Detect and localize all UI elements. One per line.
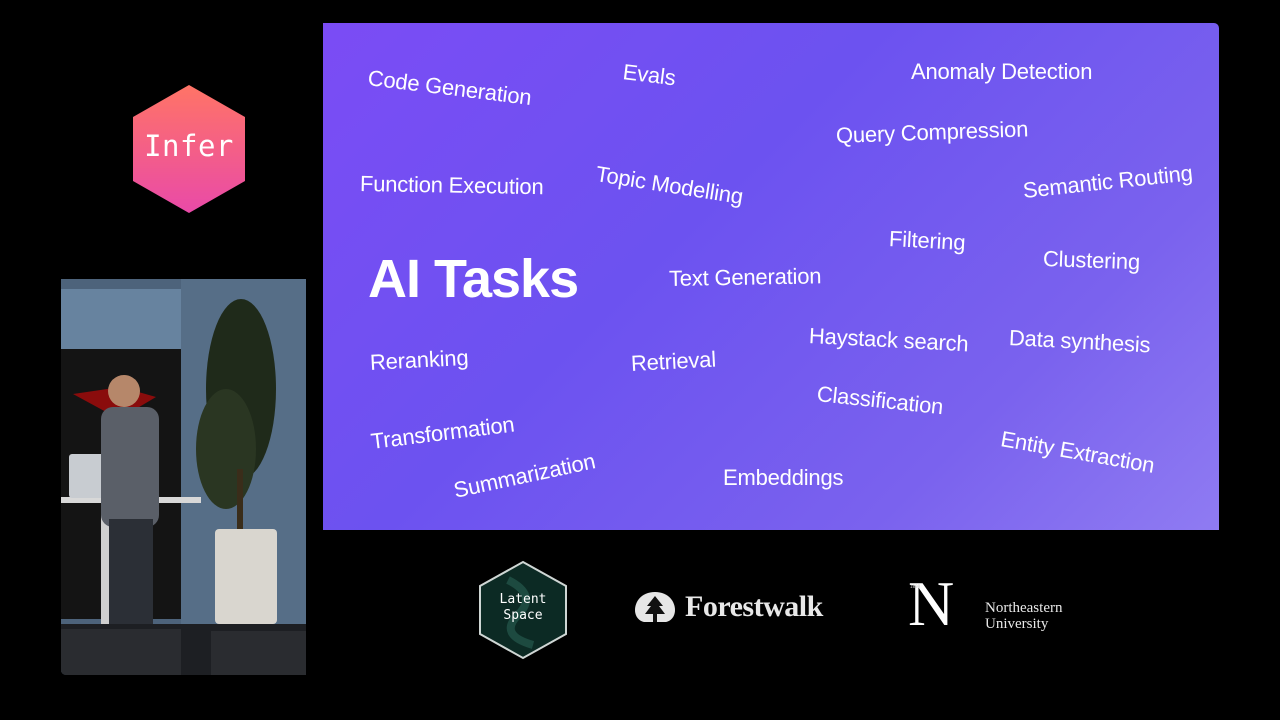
task-label: Entity Extraction — [998, 426, 1157, 478]
logo-text: Infer — [144, 129, 234, 163]
task-label: Reranking — [369, 344, 469, 375]
speaker-video — [61, 279, 306, 675]
task-label: Evals — [621, 59, 678, 91]
latent-space-line2: Space — [503, 608, 543, 623]
speaker-photo — [61, 279, 306, 675]
slide-title: AI Tasks — [368, 249, 579, 309]
northeastern-line2: University — [985, 616, 1049, 632]
task-label: Haystack search — [808, 323, 970, 357]
northeastern-line1: Northeastern — [985, 600, 1063, 616]
hexagon-icon — [133, 85, 245, 213]
task-label: Transformation — [369, 411, 516, 454]
forestwalk-logo: Forestwalk — [633, 590, 863, 630]
task-label: Retrieval — [630, 346, 717, 376]
task-label: Function Execution — [359, 171, 544, 200]
northeastern-year: 1898 — [910, 584, 921, 589]
task-label: Embeddings — [723, 465, 844, 490]
latent-space-line1: Latent — [499, 592, 547, 607]
sponsor-bar: Latent Space Forestwalk N 1898 Northeast… — [323, 530, 1219, 675]
task-label: Data synthesis — [1008, 325, 1151, 358]
task-label: Anomaly Detection — [911, 59, 1093, 84]
forestwalk-name: Forestwalk — [685, 590, 823, 623]
task-label: Summarization — [451, 448, 598, 503]
left-column: Infer — [61, 23, 306, 675]
latent-space-hexagon-icon — [479, 560, 567, 660]
northeastern-mark: N — [908, 568, 955, 639]
northeastern-logo: N 1898 Northeastern University — [908, 572, 1098, 640]
task-label: Classification — [815, 381, 945, 420]
task-label: Filtering — [888, 226, 967, 255]
task-label: Topic Modelling — [594, 161, 745, 210]
task-label: Text Generation — [668, 263, 822, 291]
latent-space-logo: Latent Space — [478, 560, 568, 660]
task-label: Semantic Routing — [1021, 160, 1194, 203]
infer-logo: Infer — [131, 83, 247, 215]
task-label: Clustering — [1042, 246, 1141, 275]
tree-icon — [635, 592, 675, 622]
video-frame: Infer — [61, 23, 1219, 675]
task-label: Query Compression — [835, 116, 1029, 148]
task-label: Code Generation — [366, 65, 533, 110]
presentation-slide: Code Generation Evals Anomaly Detection … — [323, 23, 1219, 530]
